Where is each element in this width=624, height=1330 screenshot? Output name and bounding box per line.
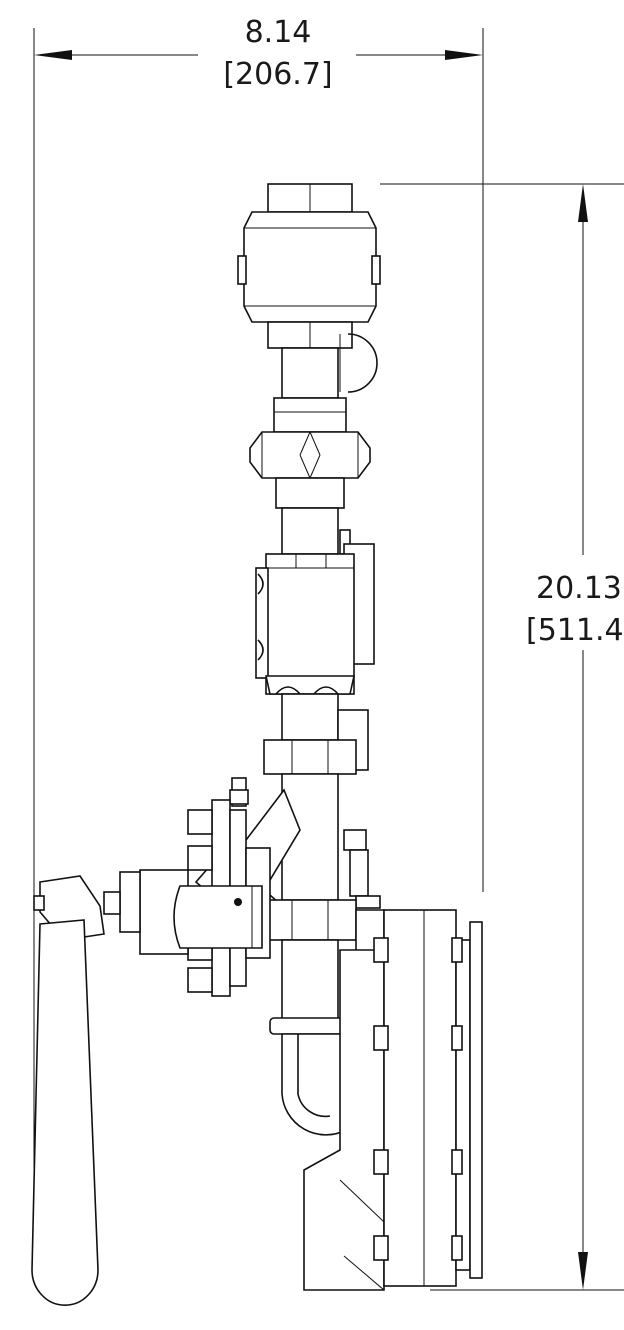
- valve-body: [255, 543, 375, 695]
- height-arrow-top: [578, 184, 588, 222]
- upper-pipe: [281, 347, 339, 399]
- height-mm-label: [511.4: [526, 613, 624, 648]
- handle-arc: [347, 333, 378, 393]
- height-dimension: 20.13 [511.4: [380, 183, 624, 1291]
- height-arrow-bottom: [578, 1252, 588, 1290]
- valve-cylinder: [173, 885, 263, 949]
- top-coupling-body: [243, 211, 377, 323]
- hex-nut: [249, 431, 371, 479]
- gasket-plate: [469, 921, 483, 1279]
- lower-pipe-assembly: [263, 693, 369, 775]
- lower-coupling: [263, 739, 357, 775]
- width-arrow-right: [445, 50, 483, 60]
- width-dimension: 8.14 [206.7]: [33, 15, 484, 1190]
- width-arrow-left: [34, 50, 72, 60]
- height-inches-label: 20.13: [536, 571, 622, 606]
- side-valve: [103, 777, 271, 997]
- elbow-fitting: [269, 1017, 351, 1136]
- lever-handle: [31, 875, 105, 1306]
- width-mm-label: [206.7]: [223, 57, 332, 92]
- valve-housing: [265, 553, 355, 695]
- elbow-body: [281, 1033, 347, 1136]
- flange-plate: [383, 909, 457, 1287]
- upper-pipe-assembly: [249, 347, 371, 555]
- middle-pipe: [281, 507, 339, 555]
- flange-assembly: [303, 909, 483, 1291]
- width-inches-label: 8.14: [245, 15, 312, 50]
- top-union-assembly: [237, 183, 381, 393]
- lever-grip: [31, 919, 99, 1306]
